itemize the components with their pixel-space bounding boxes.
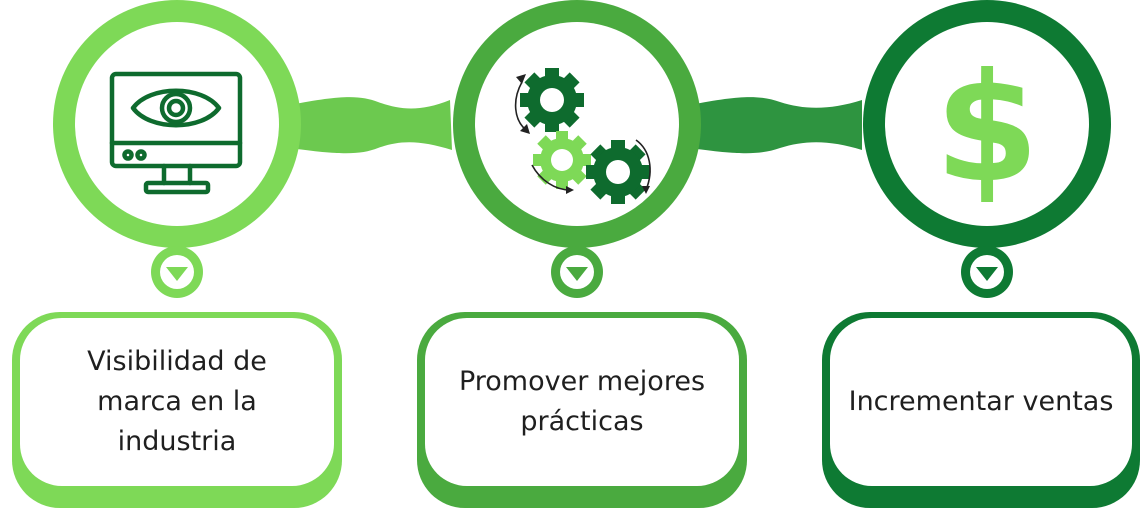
gears-icon: [514, 68, 651, 204]
step-3-label: Incrementar ventas: [848, 386, 1114, 417]
step-1-label: Visibilidad de marca en la industria: [87, 346, 267, 457]
step-2-label: Promover mejores prácticas: [458, 366, 706, 437]
step-1-down-arrow-icon: [151, 246, 203, 298]
dollar-icon: $: [935, 42, 1039, 216]
svg-text:$: $: [935, 42, 1039, 216]
monitor-eye-icon: [109, 71, 243, 195]
connector-1-2: [290, 97, 452, 154]
connector-2-3: [690, 97, 862, 154]
step-2-down-arrow-icon: [551, 246, 603, 298]
step-3-circle: [863, 0, 1111, 248]
step-2-circle: [453, 0, 701, 248]
step-3-box: [822, 312, 1140, 508]
step-2-box: [417, 312, 747, 508]
step-1-box: [12, 312, 342, 508]
step-3-down-arrow-icon: [961, 246, 1013, 298]
